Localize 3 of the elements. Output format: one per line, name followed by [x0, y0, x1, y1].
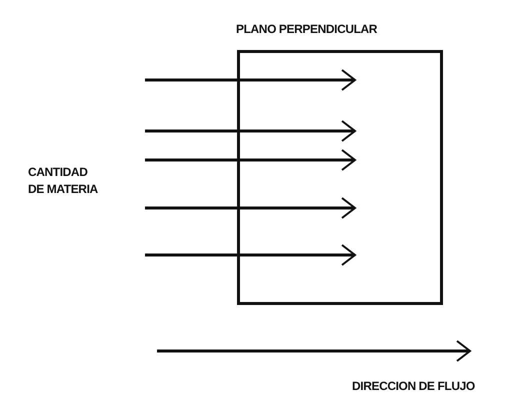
- quantity-label: CANTIDAD DE MATERIA: [28, 164, 99, 198]
- plane-heading: PLANO PERPENDICULAR: [236, 22, 378, 36]
- flow-direction-label: DIRECCION DE FLUJO: [352, 378, 475, 395]
